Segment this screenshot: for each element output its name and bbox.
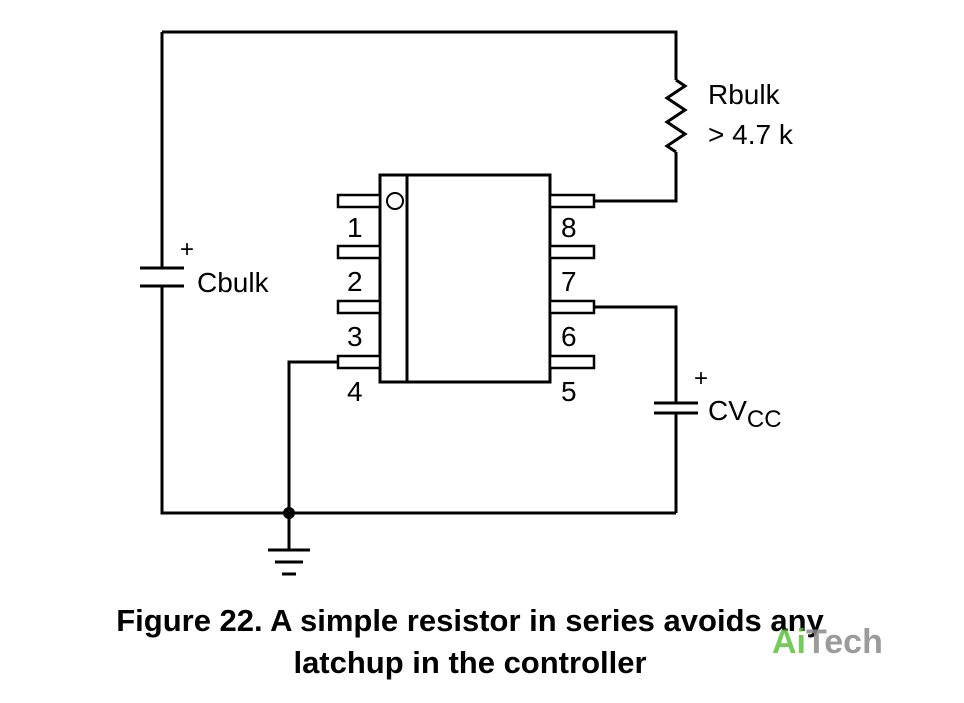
- resistor-rbulk: [664, 78, 688, 154]
- watermark-part2: Tech: [806, 623, 883, 661]
- ic-pin-3: [336, 299, 382, 315]
- cbulk-name: Cbulk: [197, 267, 270, 298]
- junction-dot: [283, 507, 295, 519]
- cvcc-name: CVCC: [708, 395, 782, 433]
- cvcc-name-sub: CC: [747, 406, 782, 433]
- cvcc-name-main: CV: [708, 395, 747, 426]
- ic-pin-1: [336, 193, 382, 209]
- rbulk-name: Rbulk: [708, 79, 781, 110]
- pin-label-5: 5: [561, 376, 577, 407]
- capacitor-cbulk: [140, 266, 184, 288]
- caption-line-2: latchup in the controller: [293, 645, 647, 680]
- caption-line-1: Figure 22. A simple resistor in series a…: [116, 603, 824, 638]
- rbulk-value: > 4.7 k: [708, 119, 794, 150]
- pin-label-2: 2: [347, 266, 363, 297]
- ic-package: [336, 173, 596, 384]
- ic-pin-5: [548, 354, 596, 370]
- pin-label-7: 7: [561, 266, 577, 297]
- pin1-marker-icon: [386, 192, 404, 210]
- ic-pin-6: [548, 299, 596, 315]
- pin-label-3: 3: [347, 321, 363, 352]
- watermark-logo: AiTech: [772, 623, 883, 662]
- wire-cbulk-bottom: [160, 286, 676, 515]
- figure-caption: Figure 22. A simple resistor in series a…: [0, 600, 940, 684]
- watermark-part1: Ai: [772, 623, 806, 661]
- wire-pin4-ground: [287, 360, 338, 550]
- ic-pin-8: [548, 193, 596, 209]
- ic-pin-4: [336, 354, 382, 370]
- ic-pin-2: [336, 244, 382, 260]
- ground-icon: [268, 548, 310, 576]
- capacitor-cvcc: [654, 401, 698, 415]
- ic-pin-7: [548, 244, 596, 260]
- pin-label-8: 8: [561, 212, 577, 243]
- cvcc-polarity: +: [694, 365, 708, 392]
- pin-label-4: 4: [347, 376, 363, 407]
- cbulk-polarity: +: [180, 236, 194, 263]
- wire-top: [162, 30, 678, 80]
- pin-label-6: 6: [561, 321, 577, 352]
- wire-pin6-cvcc: [594, 305, 678, 403]
- pin-label-1: 1: [347, 212, 363, 243]
- wire-rbulk-pin8: [594, 152, 678, 203]
